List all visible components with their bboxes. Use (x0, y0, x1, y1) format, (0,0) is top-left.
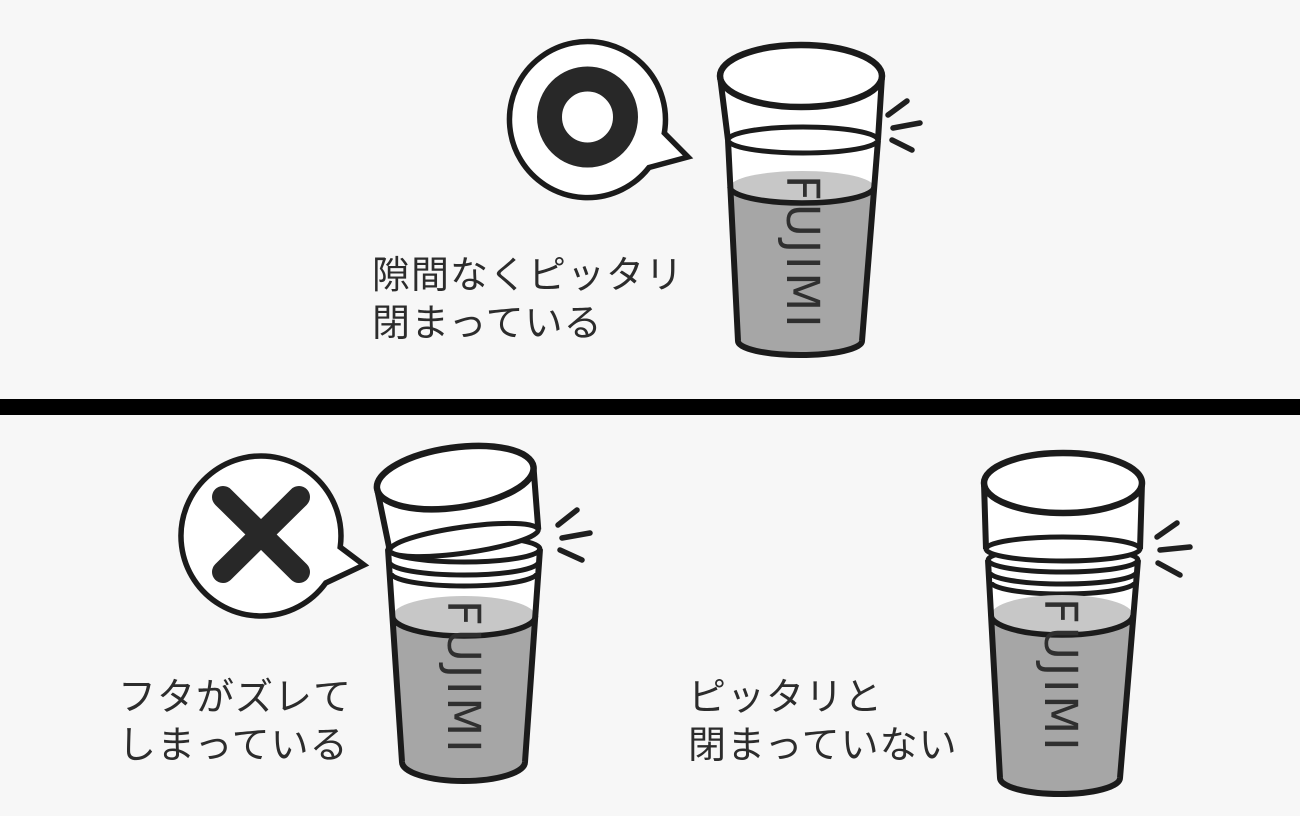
caption-open-line1: ピッタリと (688, 677, 884, 719)
caption-correct: 隙間なくピッタリ 閉まっている (372, 252, 684, 348)
caption-not-fully-closed: ピッタリと 閉まっていない (688, 674, 958, 770)
caption-lid-shifted: フタがズレて しまっている (118, 674, 352, 770)
bottle-closed-correct: FUJIMI (716, 41, 923, 358)
liquid-front-line (988, 614, 1136, 638)
correct-speech-bubble (506, 38, 694, 201)
emphasis-lines-icon (885, 98, 923, 153)
bottle-bottom (997, 777, 1123, 797)
bottle-brand-label: FUJIMI (437, 600, 490, 755)
cross-mark-icon (212, 486, 310, 583)
bottle-body-walls (985, 559, 1141, 779)
lid-seam (725, 124, 881, 156)
emphasis-lines-icon (1154, 520, 1193, 578)
circle-mark-icon (537, 66, 638, 168)
bottle-lid-shifted: FUJIMI (373, 442, 593, 784)
lid-top (980, 449, 1146, 517)
liquid (991, 615, 1133, 794)
lid-tilted (373, 442, 542, 560)
wrong-speech-bubble (178, 453, 370, 619)
lid-top (716, 41, 886, 111)
neck-threads (387, 561, 541, 589)
bottle-body-walls (725, 139, 881, 342)
section-divider (0, 399, 1300, 415)
neck-threads (987, 571, 1139, 597)
emphasis-lines-icon (555, 507, 593, 563)
bottle-brand-label: FUJIMI (776, 175, 829, 330)
liquid-front-line (727, 186, 877, 206)
liquid-surface (392, 596, 536, 636)
caption-open-line2: 閉まっていない (688, 725, 958, 767)
lid-raised (980, 449, 1146, 564)
bottle-not-fully-closed: FUJIMI (980, 449, 1193, 797)
speech-bubble-outline (506, 38, 694, 201)
bottle-bottom (399, 761, 528, 784)
lid-walls (717, 75, 885, 141)
liquid (730, 187, 874, 355)
liquid (392, 616, 536, 781)
liquid-front-line (389, 615, 539, 639)
lid-walls (981, 482, 1145, 550)
liquid-surface (991, 595, 1133, 635)
liquid-surface (730, 171, 874, 203)
bottle-brand-label: FUJIMI (1034, 598, 1087, 753)
bottle-bottom (735, 340, 865, 358)
lid-seam (983, 534, 1143, 564)
lid-walls (374, 466, 542, 552)
caption-correct-line1: 隙間なくピッタリ (372, 255, 685, 297)
caption-shifted-line2: しまっている (118, 725, 349, 767)
bottle-body-walls (385, 548, 543, 763)
caption-correct-line2: 閉まっている (372, 303, 603, 345)
caption-shifted-line1: フタがズレて (118, 677, 353, 719)
